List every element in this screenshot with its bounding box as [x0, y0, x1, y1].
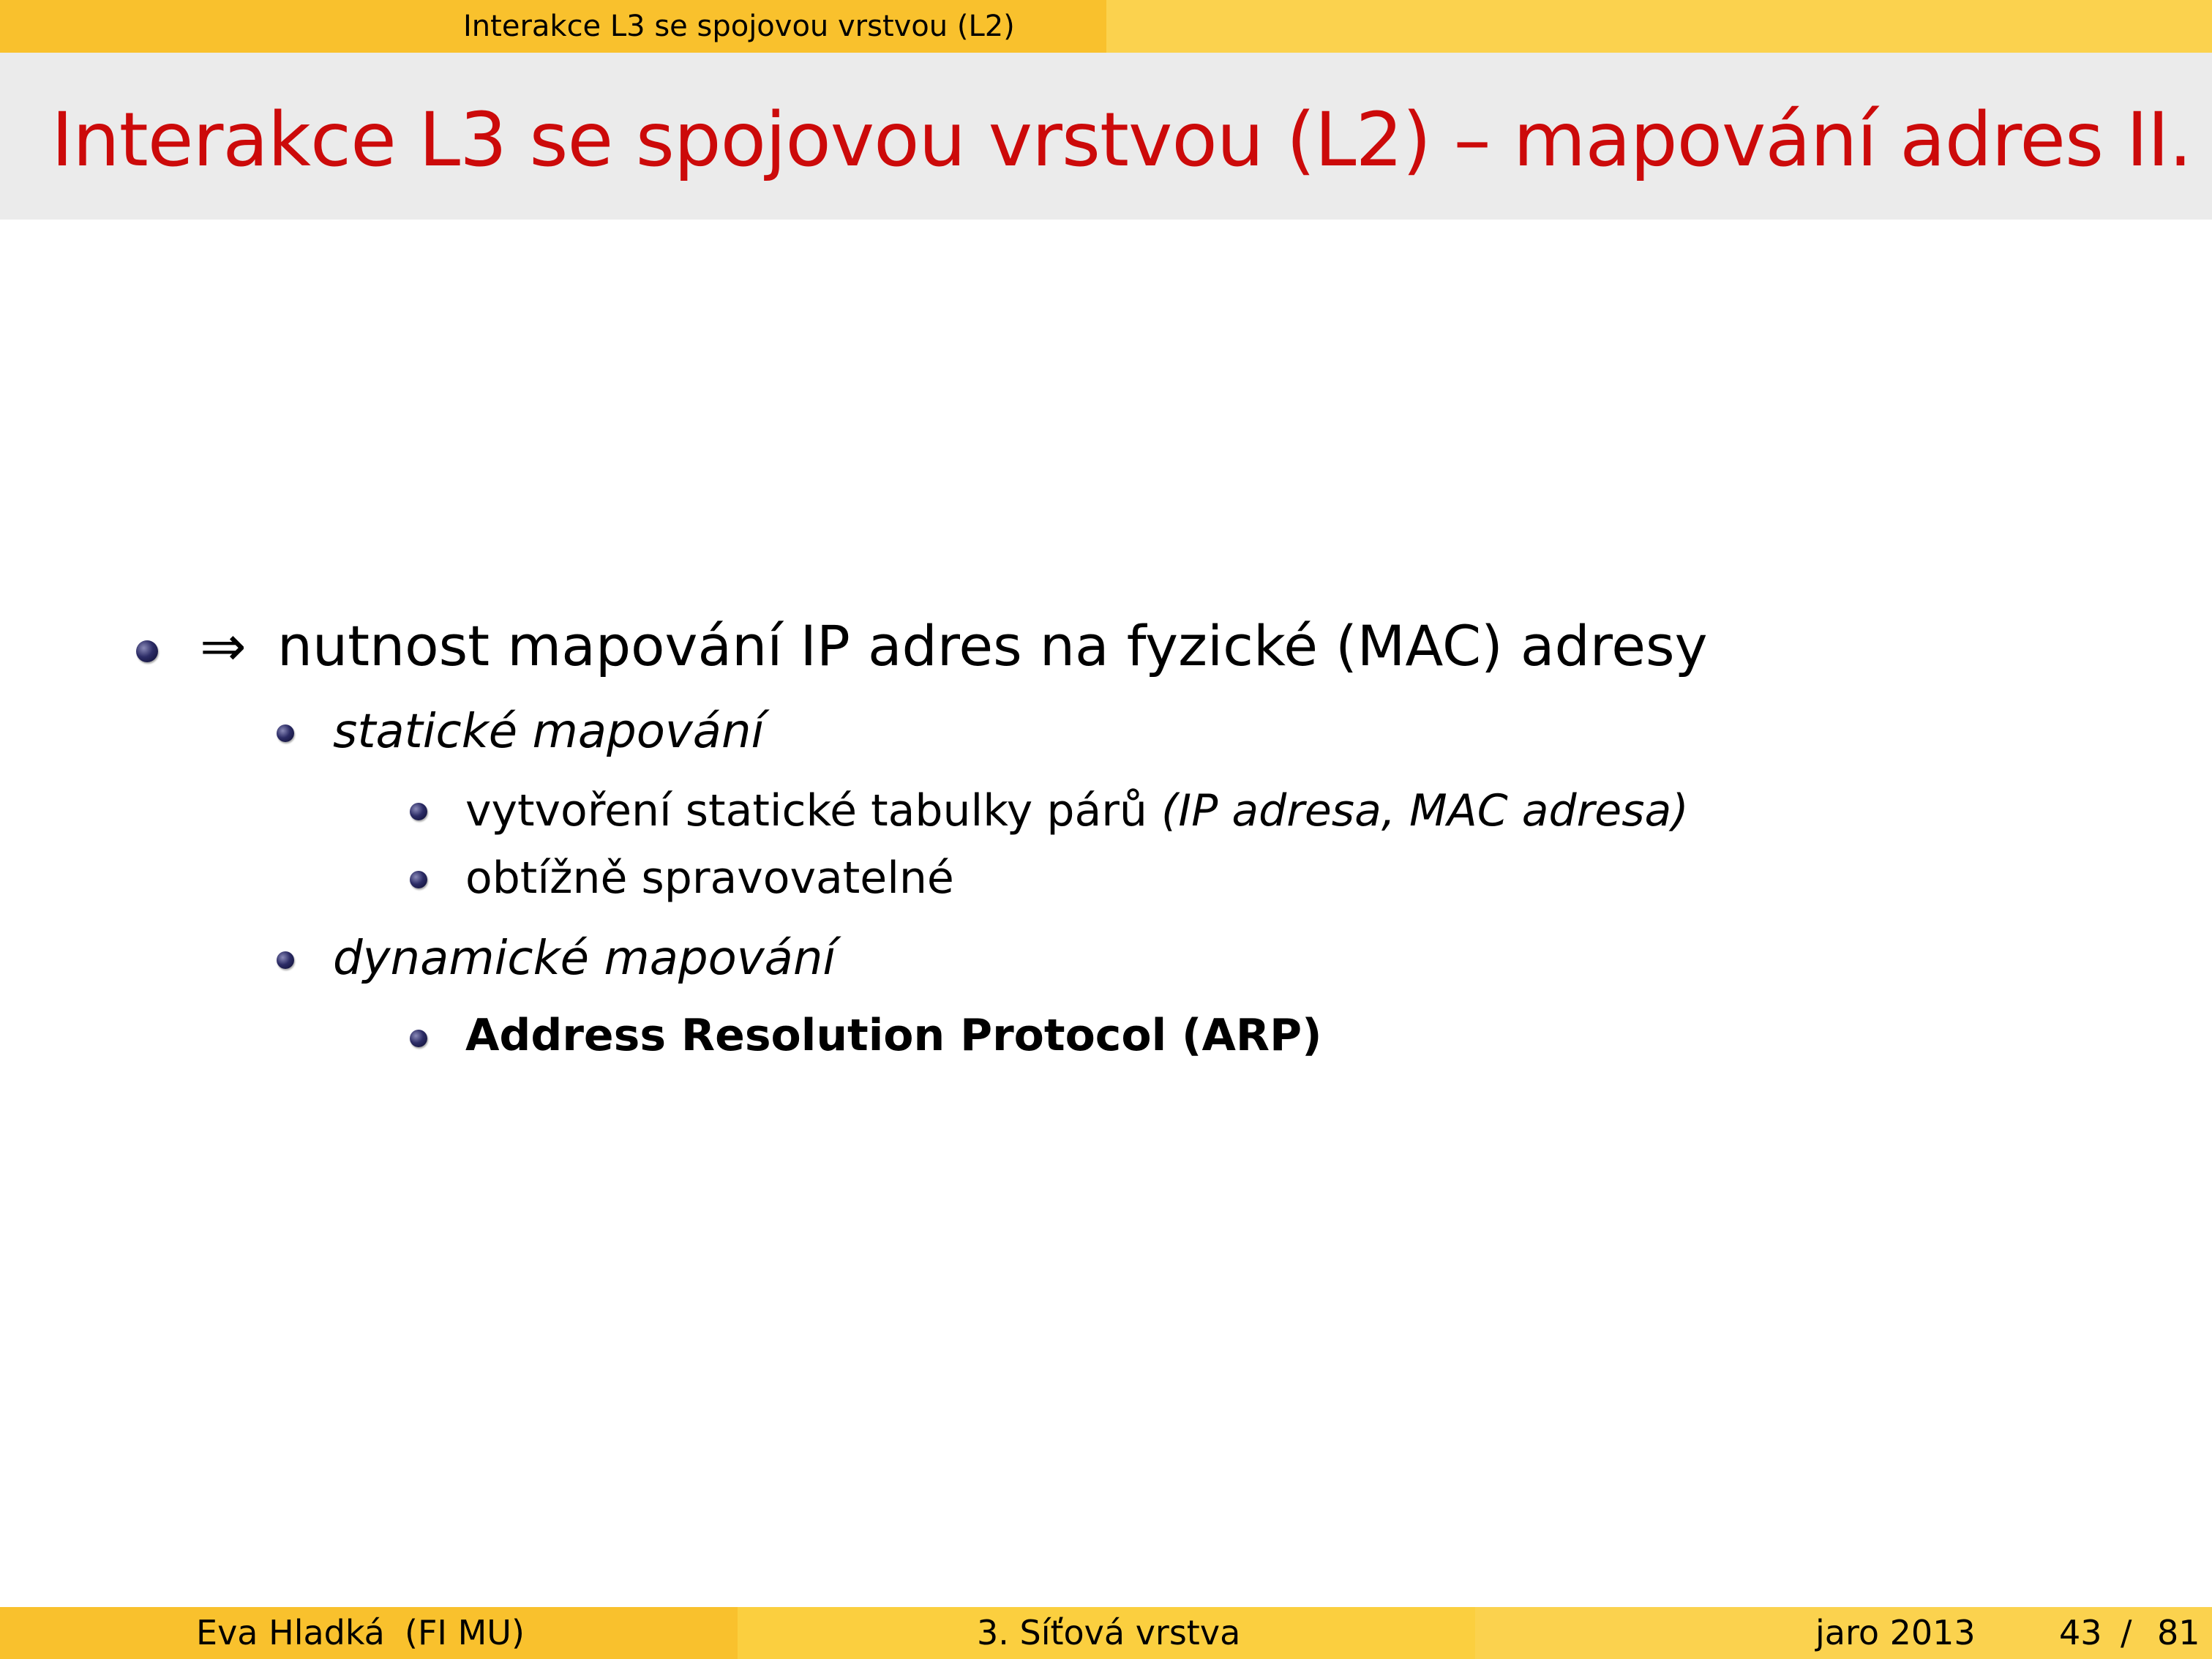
footer-institute: (FI MU)	[405, 1613, 525, 1652]
list-item-level2: statické mapování	[333, 705, 765, 759]
footer-author-cell: Eva Hladká (FI MU)	[0, 1607, 738, 1659]
list-item-italic: (IP adresa, MAC adresa)	[1161, 785, 1689, 836]
bullet-icon	[277, 951, 294, 969]
section-nav-label[interactable]: Interakce L3 se spojovou vrstvou (L2)	[463, 10, 1015, 43]
list-item-level1: ⇒ nutnost mapování IP adres na fyzické (…	[200, 613, 1708, 679]
list-item-level2: dynamické mapování	[333, 932, 836, 986]
footer-page-current[interactable]: 43	[2059, 1613, 2102, 1652]
bullet-icon	[410, 803, 427, 820]
bullet-icon	[410, 871, 427, 888]
list-item-text: vytvoření statické tabulky párů	[465, 785, 1162, 836]
bullet-icon	[136, 640, 158, 662]
footer-date: jaro 2013	[1815, 1613, 1976, 1652]
footer-page-total: 81	[2157, 1613, 2200, 1652]
list-item-level3: Address Resolution Protocol (ARP)	[465, 1010, 1322, 1061]
footer-author: Eva Hladká	[196, 1613, 385, 1652]
bullet-icon	[277, 724, 294, 742]
footer-topic: 3. Síťová vrstva	[977, 1613, 1241, 1652]
footer-page-separator: /	[2121, 1613, 2132, 1652]
footer-topic-cell: 3. Síťová vrstva	[738, 1607, 1475, 1659]
list-item-level3: obtížně spravovatelné	[465, 853, 954, 904]
section-nav-current[interactable]: Interakce L3 se spojovou vrstvou (L2)	[0, 0, 1106, 53]
list-item-level3: vytvoření statické tabulky párů (IP adre…	[465, 783, 1689, 839]
frame-title: Interakce L3 se spojovou vrstvou (L2) – …	[51, 97, 2192, 184]
section-nav-bar: Interakce L3 se spojovou vrstvou (L2)	[0, 0, 2212, 53]
bullet-icon	[410, 1030, 427, 1047]
list-item-text: nutnost mapování IP adres na fyzické (MA…	[277, 613, 1708, 678]
footer-bar: Eva Hladká (FI MU) 3. Síťová vrstva jaro…	[0, 1607, 2212, 1659]
frame-title-bar: Interakce L3 se spojovou vrstvou (L2) – …	[0, 53, 2212, 220]
implies-arrow: ⇒	[200, 613, 247, 678]
footer-date-cell: jaro 2013 43 / 81	[1475, 1607, 2212, 1659]
